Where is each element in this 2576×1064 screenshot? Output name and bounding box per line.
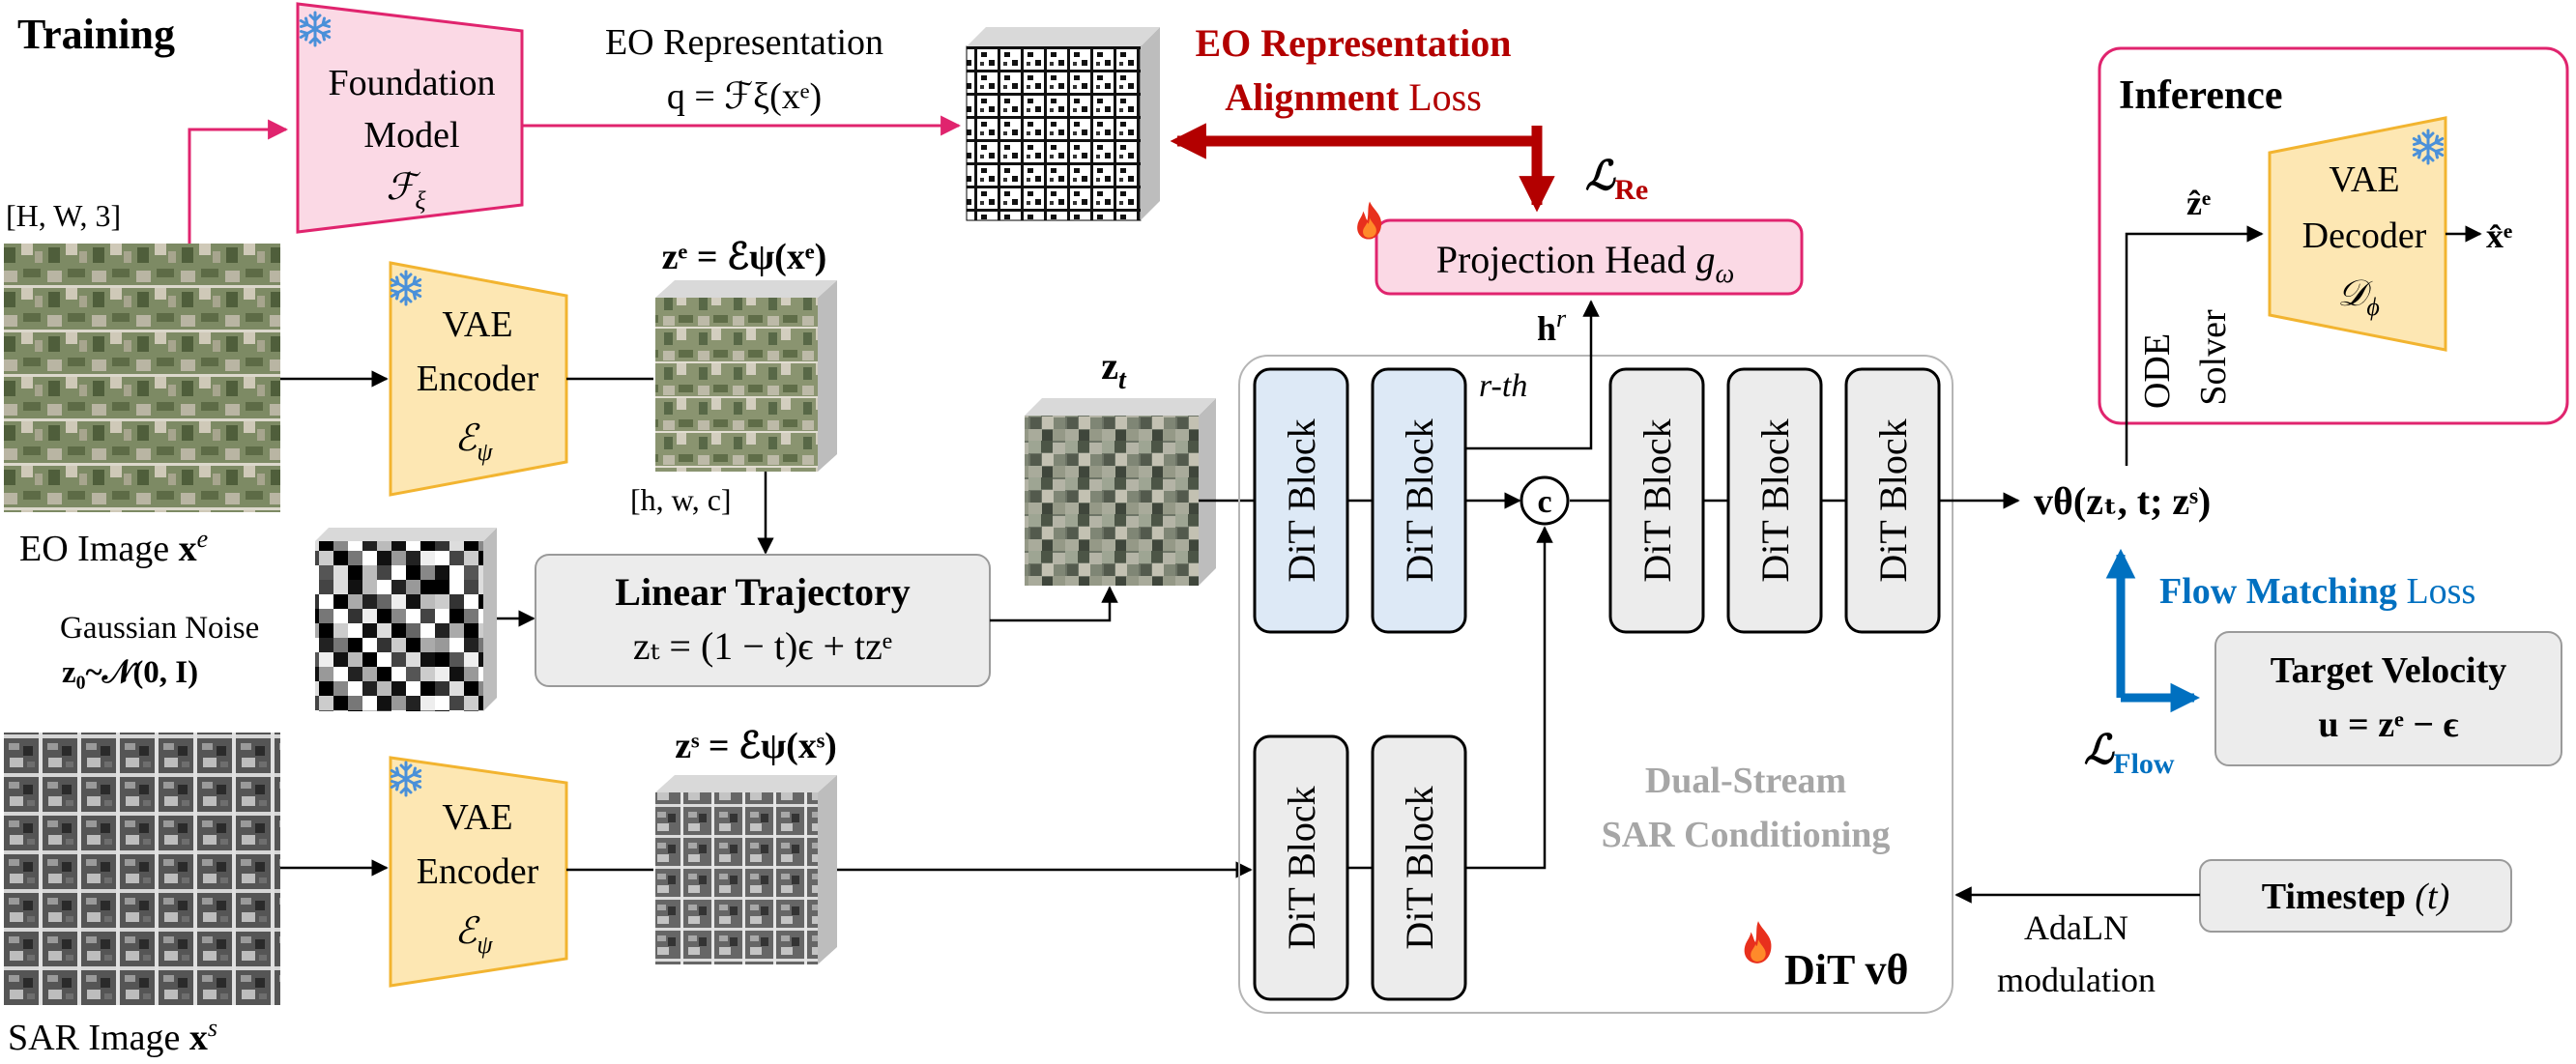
vae-decoder-box <box>2268 116 2447 352</box>
dit-block-sar-2-label: DiT Block <box>1398 786 1441 949</box>
xhat-label: x̂ᵉ <box>2486 216 2512 255</box>
ze-cube <box>655 280 837 472</box>
rth-label: r-th <box>1479 368 1527 404</box>
eo-repr-cube <box>966 27 1160 221</box>
projection-head-box <box>1375 218 1804 296</box>
loss-flow-symbol: ℒFlow <box>2084 729 2175 780</box>
vae-enc-eo-line1: VAE <box>442 304 512 345</box>
flame-icon <box>1357 201 1382 240</box>
latent-dims-label: [h, w, c] <box>630 482 732 517</box>
eo-repr-formula: q = ℱξ(xᵉ) <box>667 76 822 117</box>
adaln-line1: AdaLN <box>2024 908 2128 947</box>
linear-trajectory-formula: zₜ = (1 − t)ϵ + tzᵉ <box>633 624 892 668</box>
training-title: Training <box>17 11 175 58</box>
vae-enc-sar-symbol: ℰψ <box>454 911 493 959</box>
dit-label: DiT vθ <box>1784 946 1909 993</box>
vae-dec-line2: Decoder <box>2302 216 2427 256</box>
zs-cube <box>655 775 837 964</box>
adaln-line2: modulation <box>1997 961 2156 999</box>
concat-symbol: c <box>1537 484 1551 520</box>
dual-stream-line2: SAR Conditioning <box>1602 815 1891 855</box>
dit-block-4-label: DiT Block <box>1753 418 1797 582</box>
flame-icon <box>1744 921 1772 963</box>
sar-stream-to-concat-arrow <box>1465 526 1553 870</box>
sar-image-caption: SAR Image xs <box>8 1014 217 1058</box>
eo-image-caption: EO Image xe <box>19 525 208 569</box>
zt-label: zt <box>1101 344 1127 395</box>
eo-repr-title: EO Representation <box>605 22 883 63</box>
zt-cube <box>1025 398 1216 586</box>
vae-enc-sar-line2: Encoder <box>417 851 539 892</box>
vae-dec-symbol: 𝒟ϕ <box>2337 273 2380 321</box>
repr-loss-line2: Alignment Loss <box>1225 75 1482 119</box>
target-velocity-formula: u = zᵉ − ϵ <box>2318 705 2458 745</box>
dit-block-sar-1-label: DiT Block <box>1280 786 1323 949</box>
inference-title: Inference <box>2119 73 2283 118</box>
timestep-label: Timestep (t) <box>2262 877 2450 917</box>
repr-loss-line1: EO Representation <box>1195 21 1511 65</box>
loss-re-symbol: ℒRe <box>1585 155 1648 206</box>
inference-panel <box>2098 46 2569 425</box>
noise-formula: z₀~𝒩(0, I) <box>62 655 198 690</box>
eo-image <box>4 244 280 512</box>
rth-to-projection-arrow <box>1465 300 1600 450</box>
zs-formula: zˢ = ℰψ(xˢ) <box>675 726 837 766</box>
noise-cube <box>315 528 497 711</box>
eo-to-foundation-arrow <box>188 119 289 244</box>
vae-enc-sar-line1: VAE <box>442 797 512 838</box>
hr-label: hr <box>1537 304 1567 348</box>
vae-dec-line1: VAE <box>2329 159 2399 200</box>
zhat-label: ẑᵉ <box>2186 184 2211 222</box>
foundation-line2: Model <box>363 115 459 156</box>
dit-container <box>1238 355 1954 1014</box>
target-velocity-box <box>2214 631 2562 766</box>
flow-loss-label: Flow Matching Loss <box>2159 571 2475 612</box>
vae-encoder-sar-box <box>389 756 568 988</box>
noise-label: Gaussian Noise <box>60 611 259 646</box>
foundation-model-box <box>296 2 524 234</box>
dit-block-5-label: DiT Block <box>1871 418 1915 582</box>
projection-head-label: Projection Head gω <box>1436 238 1735 289</box>
trajectory-to-zt-arrow <box>990 586 1118 622</box>
ode-line1: ODE <box>2137 333 2178 409</box>
vae-encoder-eo-box <box>389 261 568 497</box>
ze-formula: zᵉ = ℰψ(xᵉ) <box>662 237 827 277</box>
ode-line2: Solver <box>2193 309 2234 406</box>
vae-enc-eo-symbol: ℰψ <box>454 418 493 466</box>
linear-trajectory-title: Linear Trajectory <box>615 570 910 614</box>
target-velocity-title: Target Velocity <box>2271 650 2507 691</box>
eo-dims-label: [H, W, 3] <box>6 198 121 233</box>
dit-block-1-label: DiT Block <box>1280 418 1323 582</box>
alignment-loss-arrow <box>1170 123 1543 159</box>
dual-stream-line1: Dual-Stream <box>1645 761 1846 801</box>
vae-enc-eo-line2: Encoder <box>417 359 539 399</box>
foundation-line1: Foundation <box>328 63 495 103</box>
concat-node <box>1520 475 1570 526</box>
sar-image <box>4 733 280 1005</box>
dit-block-3-label: DiT Block <box>1635 418 1679 582</box>
dit-blocks-top <box>1253 367 1941 634</box>
ode-to-decoder-arrow <box>2125 225 2264 466</box>
dit-block-2-label: DiT Block <box>1398 418 1441 582</box>
velocity-output: vθ(zₜ, t; zˢ) <box>2034 479 2211 523</box>
